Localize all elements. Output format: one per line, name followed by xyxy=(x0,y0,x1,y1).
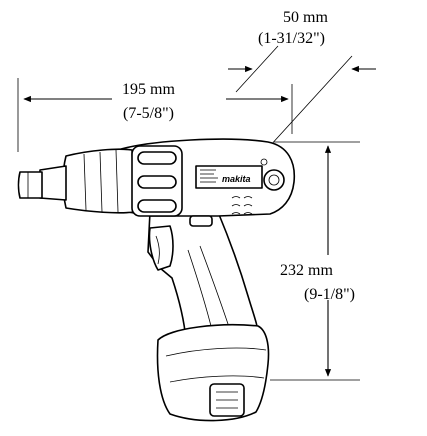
battery-contour xyxy=(169,375,265,383)
reverse-switch-knob xyxy=(263,169,285,191)
impact-driver-drawing: makita xyxy=(17,138,296,422)
height-metric-label: 232 mm xyxy=(280,262,333,279)
vent-marks xyxy=(231,196,253,215)
side-lever xyxy=(189,215,213,227)
brand-plate-hatch xyxy=(200,169,218,183)
height-imperial-label: (9-1/8") xyxy=(304,286,355,303)
bumper-slot-bottom xyxy=(137,199,177,213)
handle xyxy=(147,211,259,341)
hammer-case xyxy=(62,148,135,214)
bit-holder-sleeve xyxy=(17,171,43,199)
trigger xyxy=(148,225,174,271)
trigger-contour xyxy=(155,235,160,265)
hammer-case-rib-3 xyxy=(115,149,119,213)
brand-logo: makita xyxy=(222,174,251,184)
anvil xyxy=(39,165,67,201)
length-imperial-label: (7-5/8") xyxy=(123,105,174,122)
hammer-case-rib-2 xyxy=(99,151,103,213)
height-dimension: 232 mm (9-1/8") xyxy=(270,141,360,381)
hammer-case-rib-1 xyxy=(83,153,87,211)
indicator-dot xyxy=(260,158,268,166)
brand-plate xyxy=(195,165,263,189)
length-metric-label: 195 mm xyxy=(122,81,175,98)
length-dimension: 195 mm (7-5/8") xyxy=(17,78,293,152)
handle-contour-2 xyxy=(199,245,231,331)
bumper-slot-middle xyxy=(137,175,177,189)
depth-dimension: 50 mm (1-31/32") xyxy=(228,9,376,171)
depth-metric-label: 50 mm xyxy=(283,9,328,26)
battery-seam xyxy=(165,347,267,357)
depth-leader-line-1 xyxy=(235,45,279,93)
handle-contour-1 xyxy=(187,249,213,331)
battery-button-ribs xyxy=(216,391,238,409)
depth-imperial-label: (1-31/32") xyxy=(258,30,325,47)
reverse-switch-knob-center xyxy=(268,174,280,186)
bumper-slot-top xyxy=(137,151,177,165)
